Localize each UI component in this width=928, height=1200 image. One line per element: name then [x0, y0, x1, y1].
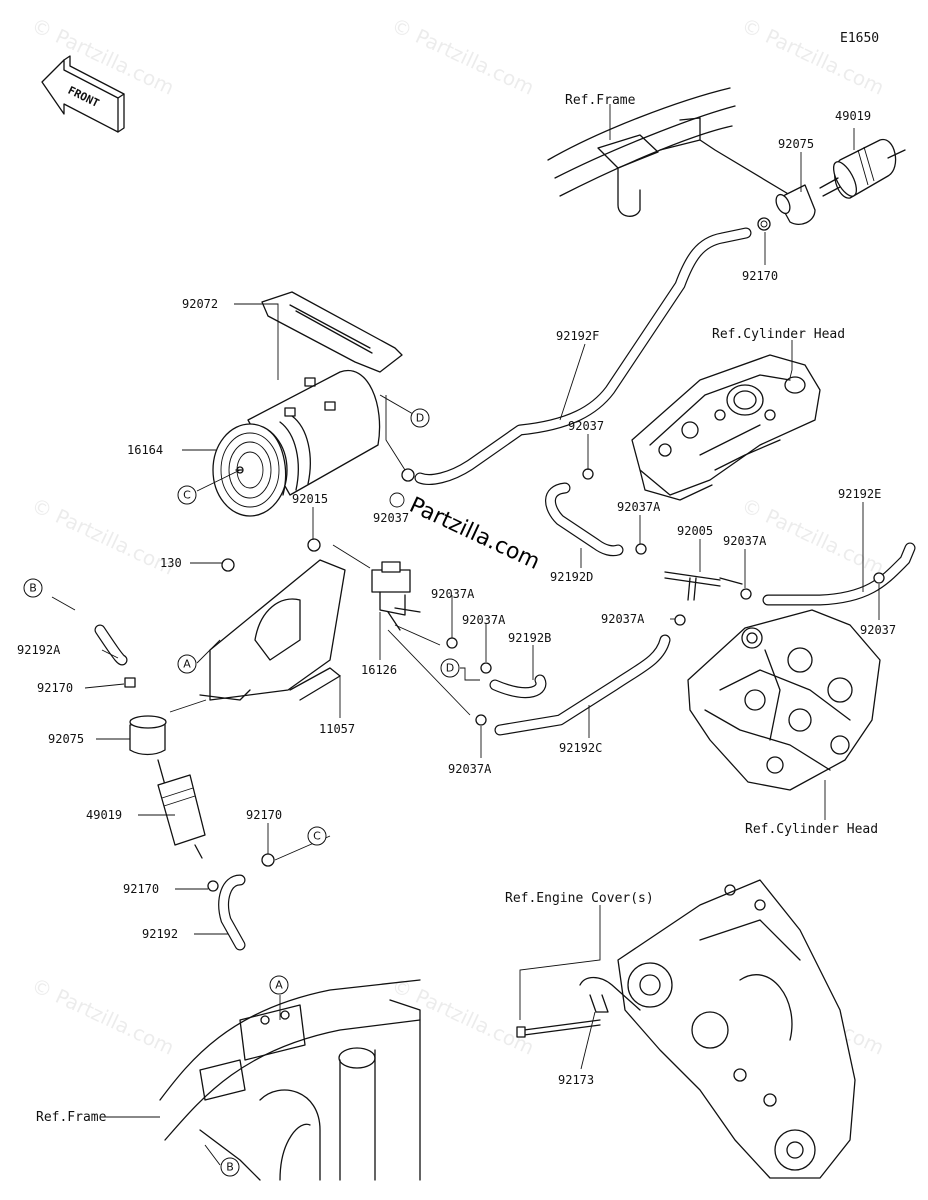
- watermark-text: © Partzilla.com: [388, 973, 538, 1060]
- part-label-49019: 49019: [86, 808, 122, 822]
- part-label-92037A: 92037A: [617, 500, 661, 514]
- part-label-92072: 92072: [182, 297, 218, 311]
- clip-mid: [261, 853, 275, 867]
- clip-top: [757, 217, 771, 231]
- hose-92192C: [494, 634, 671, 736]
- cylinder-head-right: [687, 609, 881, 791]
- part-label-92005: 92005: [677, 524, 713, 538]
- cylinder-head-top: [631, 354, 821, 501]
- part-label-92170: 92170: [123, 882, 159, 896]
- hose-clamp-left: [129, 715, 167, 756]
- svg-text:B: B: [226, 1161, 234, 1174]
- svg-text:A: A: [183, 658, 191, 671]
- canister-16164: [212, 369, 381, 517]
- part-number-labels: 49019 92075 92170 92072 92192F 16164 920…: [17, 109, 896, 1087]
- part-label-92173: 92173: [558, 1073, 594, 1087]
- t-fitting-92005: [664, 571, 743, 601]
- callout-B-lower: B: [220, 1157, 240, 1177]
- fuel-filter-top: [819, 139, 906, 199]
- part-label-92192A: 92192A: [17, 643, 61, 657]
- part-label-92170: 92170: [742, 269, 778, 283]
- part-label-92075: 92075: [48, 732, 84, 746]
- fuel-filter-left: [157, 759, 206, 859]
- watermark-text: © Partzilla.com: [28, 493, 178, 580]
- callout-C-upper: C: [177, 485, 197, 505]
- svg-text:C: C: [183, 489, 191, 502]
- part-label-92170: 92170: [246, 808, 282, 822]
- part-label-92192: 92192: [142, 927, 178, 941]
- mounting-bracket-11057: [199, 559, 346, 701]
- part-label-92192B: 92192B: [508, 631, 551, 645]
- part-label-92037A: 92037A: [723, 534, 767, 548]
- ref-cylinder-head-top-label: Ref.Cylinder Head: [712, 327, 845, 342]
- callout-A-upper: A: [177, 654, 197, 674]
- part-label-92170: 92170: [37, 681, 73, 695]
- part-label-11057: 11057: [319, 722, 355, 736]
- part-label-92192C: 92192C: [559, 741, 602, 755]
- svg-text:D: D: [446, 662, 454, 675]
- hose-clamp-top: [775, 184, 816, 225]
- part-label-130: 130: [160, 556, 182, 570]
- copyright-circle-icon: [389, 492, 405, 508]
- center-watermark: Partzilla.com: [389, 492, 544, 575]
- engine-cover: [617, 879, 856, 1179]
- part-label-92075: 92075: [778, 137, 814, 151]
- frame-bottom: [159, 979, 421, 1181]
- diagram-code: E1650: [840, 31, 879, 46]
- part-label-92037: 92037: [373, 511, 409, 525]
- part-label-49019: 49019: [835, 109, 871, 123]
- frame-top-assembly: [547, 87, 791, 217]
- part-label-92192E: 92192E: [838, 487, 881, 501]
- svg-text:D: D: [416, 412, 424, 425]
- callout-B-upper: B: [23, 578, 43, 598]
- callout-A-lower: A: [269, 975, 289, 995]
- clip-low: [207, 880, 219, 892]
- ref-cylinder-head-right-label: Ref.Cylinder Head: [745, 822, 878, 837]
- watermark-text: © Partzilla.com: [738, 13, 888, 100]
- part-label-92037A: 92037A: [431, 587, 475, 601]
- part-label-16164: 16164: [127, 443, 163, 457]
- part-label-92015: 92015: [292, 492, 328, 506]
- vacuum-valve-16126: [371, 561, 421, 631]
- leader-lines: [51, 104, 880, 1166]
- part-label-92192D: 92192D: [550, 570, 593, 584]
- part-label-92192F: 92192F: [556, 329, 599, 343]
- part-label-92037A: 92037A: [601, 612, 645, 626]
- bracket-92173: [516, 976, 641, 1038]
- svg-text:C: C: [313, 830, 321, 843]
- bracket-92072: [261, 291, 403, 373]
- part-label-16126: 16126: [361, 663, 397, 677]
- svg-text:B: B: [29, 582, 37, 595]
- svg-text:A: A: [275, 979, 283, 992]
- front-arrow-icon: FRONT: [41, 55, 125, 133]
- part-label-92037A: 92037A: [448, 762, 492, 776]
- ref-frame-bottom-label: Ref.Frame: [36, 1110, 107, 1125]
- clamps: [124, 468, 885, 726]
- center-watermark-text: Partzilla.com: [405, 493, 543, 575]
- part-label-92037A: 92037A: [462, 613, 506, 627]
- part-label-92037: 92037: [860, 623, 896, 637]
- callout-D-lower: D: [440, 658, 460, 678]
- watermark-text: © Partzilla.com: [388, 13, 538, 100]
- part-label-92037: 92037: [568, 419, 604, 433]
- callout-C-lower: C: [307, 826, 327, 846]
- watermark-text: © Partzilla.com: [28, 973, 178, 1060]
- callout-D-upper: D: [410, 408, 430, 428]
- ref-frame-top-label: Ref.Frame: [565, 93, 636, 108]
- ref-engine-cover-label: Ref.Engine Cover(s): [505, 891, 654, 906]
